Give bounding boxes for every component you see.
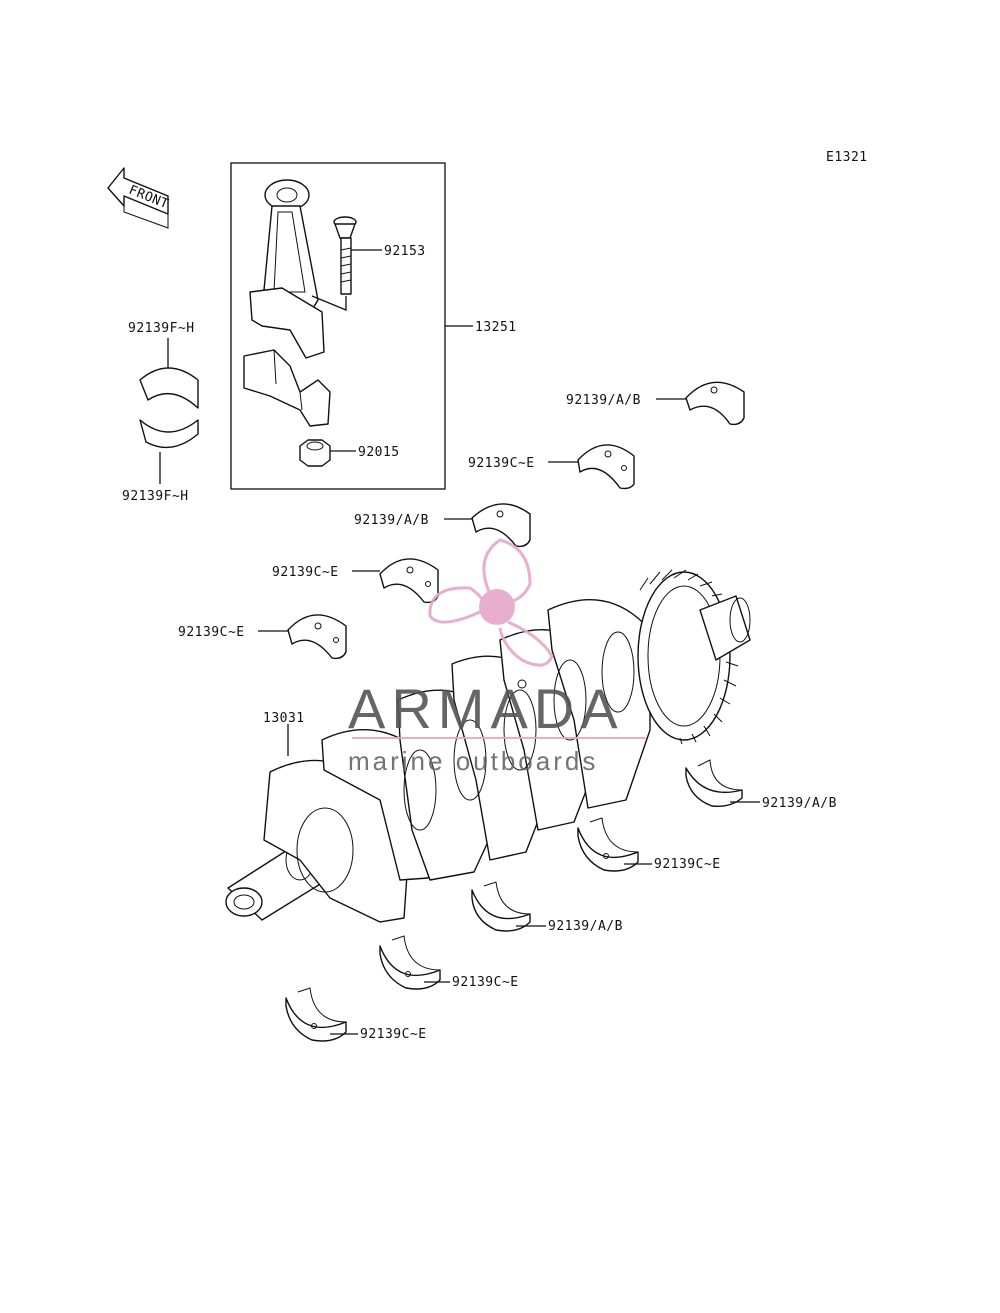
- watermark-brand: ARMADA: [348, 677, 624, 740]
- main-bearing-ce-2: [379, 558, 439, 604]
- main-bearing-ce-4: [577, 817, 639, 872]
- connecting-rod: [249, 179, 325, 359]
- label-bearing-fh-bottom: 92139F~H: [122, 489, 189, 504]
- label-crankshaft: 13031: [263, 711, 305, 726]
- label-main-ab-1: 92139/A/B: [566, 393, 641, 408]
- front-arrow-icon: FRONT: [107, 167, 171, 229]
- main-bearing-ce-1: [577, 444, 635, 490]
- propeller-icon: [428, 538, 554, 667]
- main-bearing-ab-2: [471, 503, 531, 548]
- label-main-ce-4: 92139C~E: [654, 857, 721, 872]
- label-main-ab-2: 92139/A/B: [354, 513, 429, 528]
- diagram-code: E1321: [826, 150, 868, 165]
- label-rod-nut: 92015: [358, 445, 400, 460]
- main-bearing-ce-3: [287, 614, 347, 660]
- armada-logo: ARMADA marine outboards: [348, 538, 646, 776]
- label-main-ce-5: 92139C~E: [452, 975, 519, 990]
- watermark-tagline: marine outboards: [348, 746, 598, 776]
- main-bearing-ab-1: [685, 381, 745, 426]
- rod-cap: [243, 349, 331, 427]
- label-conrod-assy: 13251: [475, 320, 517, 335]
- rod-bolt: [333, 216, 357, 295]
- rod-nut: [299, 439, 331, 467]
- label-main-ce-2: 92139C~E: [272, 565, 339, 580]
- conrod-bearing-upper: [139, 367, 199, 409]
- main-bearing-ce-5: [379, 935, 441, 990]
- conrod-bearing-lower: [139, 419, 199, 449]
- main-bearing-ce-6: [285, 987, 347, 1042]
- label-main-ce-1: 92139C~E: [468, 456, 535, 471]
- label-rod-bolt: 92153: [384, 244, 426, 259]
- label-bearing-fh-top: 92139F~H: [128, 321, 195, 336]
- main-bearing-ab-4: [471, 881, 531, 932]
- front-label: FRONT: [127, 183, 171, 213]
- label-main-ab-3: 92139/A/B: [762, 796, 837, 811]
- main-bearing-ab-3: [685, 759, 743, 808]
- label-main-ce-3: 92139C~E: [178, 625, 245, 640]
- label-main-ab-4: 92139/A/B: [548, 919, 623, 934]
- label-main-ce-6: 92139C~E: [360, 1027, 427, 1042]
